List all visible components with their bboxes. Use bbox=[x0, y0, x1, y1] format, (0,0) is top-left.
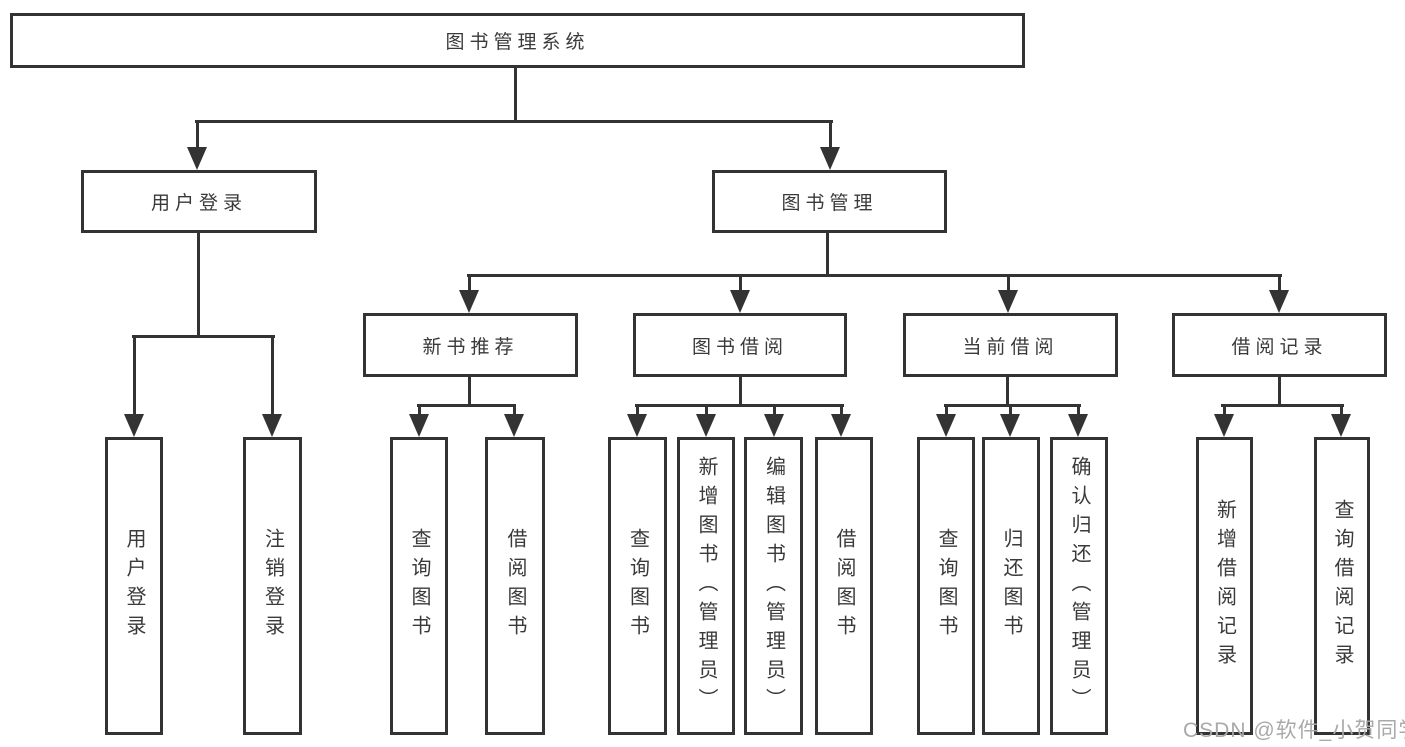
connector-arrow bbox=[1214, 404, 1234, 437]
connector-line bbox=[1278, 377, 1281, 406]
connector-arrow bbox=[459, 274, 479, 313]
connector-arrow bbox=[262, 335, 282, 437]
node-current-borrow: 当前借阅 bbox=[903, 313, 1118, 377]
node-label: 图书借阅 bbox=[691, 336, 788, 358]
node-add-borrow-record: 新增借阅记录 bbox=[1196, 437, 1253, 735]
connector-arrow bbox=[187, 120, 207, 170]
node-label: 归还图书 bbox=[1000, 528, 1022, 644]
node-label: 查询图书 bbox=[626, 528, 649, 644]
connector-arrow bbox=[504, 404, 524, 437]
node-query-books: 查询图书 bbox=[390, 437, 448, 735]
connector-line bbox=[468, 377, 471, 406]
node-label: 图书管理系统 bbox=[445, 32, 590, 53]
node-borrow-books: 借阅图书 bbox=[485, 437, 545, 735]
connector-arrow bbox=[409, 404, 429, 437]
connector-arrow bbox=[696, 404, 716, 437]
node-label: 借阅图书 bbox=[833, 528, 855, 644]
csdn-watermark: CSDN @软件_小贺同学 bbox=[1183, 719, 1405, 742]
connector-arrow bbox=[1331, 404, 1351, 437]
node-confirm-return-admin: 确认归还（管理员） bbox=[1050, 437, 1108, 735]
connector-arrow bbox=[936, 404, 956, 437]
connector-arrow bbox=[831, 404, 851, 437]
node-label: 用户登录 bbox=[150, 193, 247, 214]
connector-arrow bbox=[1068, 404, 1088, 437]
node-label: 查询图书 bbox=[935, 528, 957, 644]
node-return-books: 归还图书 bbox=[982, 437, 1040, 735]
node-label: 用户登录 bbox=[123, 528, 145, 644]
node-label: 查询借阅记录 bbox=[1331, 499, 1353, 673]
node-borrow-books: 借阅图书 bbox=[815, 437, 873, 735]
node-label: 图书管理 bbox=[781, 193, 878, 214]
node-new-book-recommend: 新书推荐 bbox=[363, 313, 578, 377]
connector-line bbox=[197, 233, 200, 337]
node-query-books: 查询图书 bbox=[608, 437, 667, 735]
node-label: 确认归还（管理员） bbox=[1068, 455, 1090, 717]
connector-arrow bbox=[764, 404, 784, 437]
connector-arrow bbox=[1269, 274, 1289, 313]
connector-line bbox=[739, 377, 742, 406]
node-logout: 注销登录 bbox=[243, 437, 302, 735]
node-edit-books-admin: 编辑图书（管理员） bbox=[744, 437, 803, 735]
connector-line bbox=[467, 274, 1282, 277]
connector-arrow bbox=[998, 274, 1018, 313]
connector-arrow bbox=[124, 335, 144, 437]
node-label: 新增图书（管理员） bbox=[695, 455, 717, 717]
connector-line bbox=[195, 120, 833, 123]
node-user-login-action: 用户登录 bbox=[105, 437, 163, 735]
node-label: 查询图书 bbox=[408, 528, 430, 644]
node-label: 注销登录 bbox=[261, 528, 284, 644]
connector-arrow bbox=[627, 404, 647, 437]
connector-line bbox=[417, 404, 516, 407]
node-user-login: 用户登录 bbox=[81, 170, 317, 233]
connector-arrow bbox=[730, 274, 750, 313]
connector-arrow bbox=[1000, 404, 1020, 437]
connector-line bbox=[132, 335, 275, 338]
connector-line bbox=[1221, 404, 1344, 407]
connector-arrow bbox=[820, 120, 840, 170]
node-add-books-admin: 新增图书（管理员） bbox=[677, 437, 735, 735]
node-book-borrow: 图书借阅 bbox=[633, 313, 847, 377]
connector-line bbox=[514, 68, 517, 122]
node-borrow-records: 借阅记录 bbox=[1172, 313, 1387, 377]
node-label: 新书推荐 bbox=[422, 336, 519, 358]
node-label: 新增借阅记录 bbox=[1213, 499, 1236, 673]
node-label: 借阅记录 bbox=[1231, 336, 1328, 358]
connector-line bbox=[944, 404, 1081, 407]
node-book-management-system: 图书管理系统 bbox=[10, 13, 1025, 68]
connector-line bbox=[826, 233, 829, 276]
connector-line bbox=[1006, 377, 1009, 406]
node-label: 当前借阅 bbox=[962, 336, 1059, 358]
node-book-management: 图书管理 bbox=[712, 170, 947, 233]
connector-line bbox=[635, 404, 844, 407]
node-label: 编辑图书（管理员） bbox=[762, 455, 785, 717]
node-label: 借阅图书 bbox=[504, 528, 526, 644]
node-query-borrow-record: 查询借阅记录 bbox=[1314, 437, 1370, 735]
node-query-books: 查询图书 bbox=[917, 437, 975, 735]
